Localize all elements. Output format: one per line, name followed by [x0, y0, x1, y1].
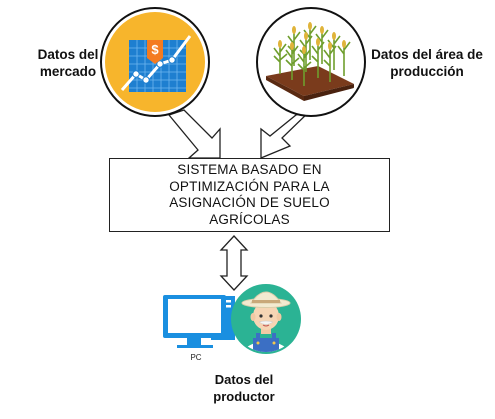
production-area-label-line2: producción: [390, 64, 464, 79]
system-box-line3: ASIGNACIÓN DE SUELO: [169, 195, 330, 210]
producer-label-line2: productor: [213, 389, 275, 404]
market-data-label: Datos del mercado: [28, 46, 108, 80]
market-chart-icon: $: [100, 7, 210, 117]
market-data-label-line1: Datos del: [37, 47, 99, 62]
arrow-area-to-system: [260, 109, 312, 159]
currency-symbol: $: [151, 42, 159, 57]
farmer-avatar-icon: [231, 284, 301, 354]
pc-icon: PC: [163, 295, 235, 362]
system-box-line2: OPTIMIZACIÓN PARA LA: [169, 178, 330, 194]
production-area-label-line1: Datos del área de: [371, 47, 483, 62]
producer-data-label: Datos del productor: [190, 371, 298, 405]
pc-label: PC: [190, 353, 201, 362]
producer-label-line1: Datos del: [214, 372, 274, 387]
double-arrow-system-producer: [219, 235, 249, 291]
arrow-market-to-system: [167, 109, 221, 159]
optimization-system-box: SISTEMA BASADO EN OPTIMIZACIÓN PARA LA A…: [109, 158, 390, 232]
system-box-line4: AGRÍCOLAS: [209, 211, 290, 227]
production-area-data-label: Datos del área de producción: [360, 46, 494, 80]
crop-field-icon: [256, 7, 366, 117]
system-box-line1: SISTEMA BASADO EN: [177, 162, 322, 177]
market-data-label-line2: mercado: [39, 64, 97, 79]
